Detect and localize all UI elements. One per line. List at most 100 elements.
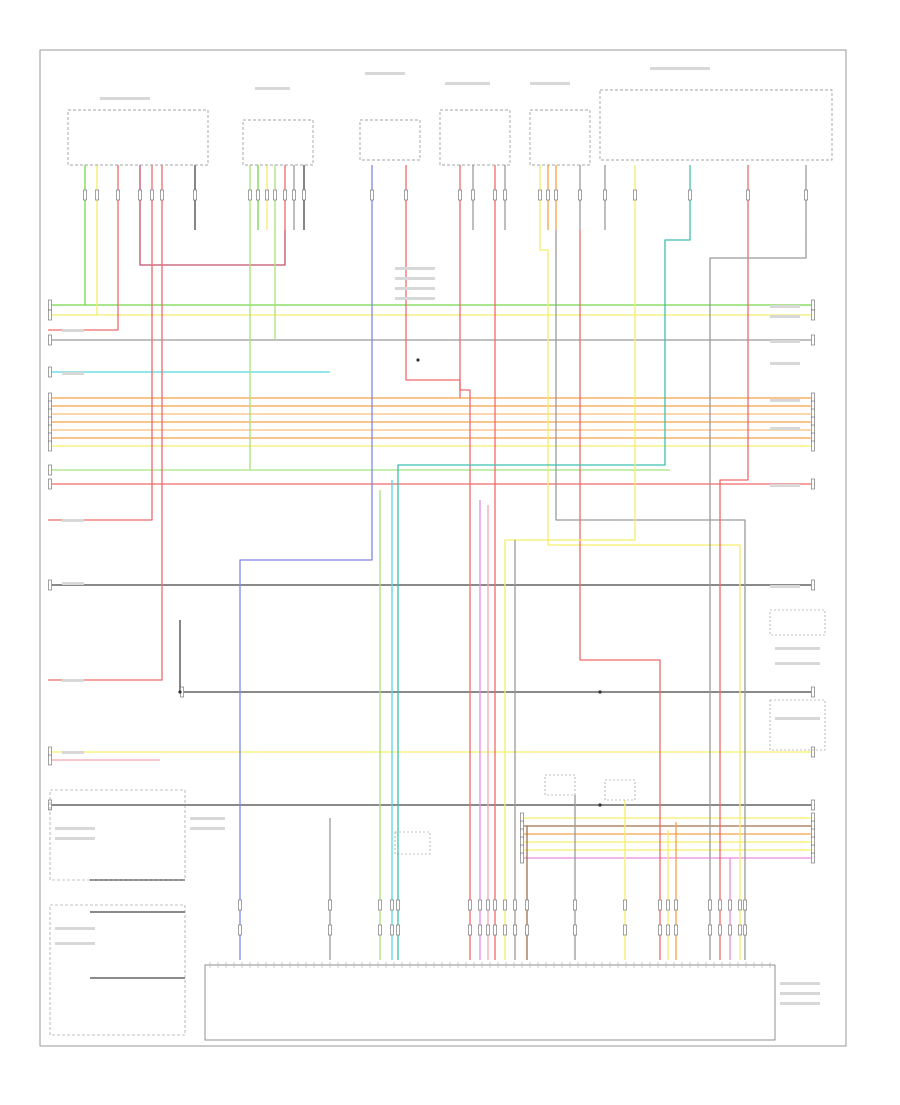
pcm-wire-connector-13 <box>623 899 627 911</box>
component-4 <box>439 109 511 166</box>
illegible-label-24 <box>775 647 820 650</box>
pcm-wire-connector-12 <box>573 899 577 911</box>
illegible-label-3 <box>445 82 490 85</box>
illegible-label-25 <box>775 662 820 665</box>
harness-connector-3 <box>138 189 142 201</box>
pcm-wire-connector-8 <box>493 899 497 911</box>
illegible-label-18 <box>770 340 800 343</box>
illegible-label-27 <box>55 827 95 830</box>
illegible-label-33 <box>780 982 820 985</box>
pcm-wire-connector-b-9 <box>503 924 507 936</box>
pcm-wire-connector-b-4 <box>396 924 400 936</box>
route-m <box>555 230 746 960</box>
pcm-wire-connector-b-13 <box>623 924 627 936</box>
pcm-wire-connector-b-14 <box>658 924 662 936</box>
pcm-wire-connector-b-0 <box>238 924 242 936</box>
bus-right-terminal-17 <box>811 799 815 811</box>
pcm-wire-connector-11 <box>525 899 529 911</box>
components-layer <box>48 89 833 1041</box>
illegible-label-21 <box>770 427 800 430</box>
bus-left-terminal-16 <box>48 754 52 766</box>
pcm-wire-connector-9 <box>503 899 507 911</box>
illegible-label-19 <box>770 362 800 365</box>
pcm-wire-connector-0 <box>238 899 242 911</box>
harness-connector-16 <box>458 189 462 201</box>
illegible-label-32 <box>190 827 225 830</box>
bus-left-terminal-23 <box>520 852 524 864</box>
bus-left-terminal-2 <box>48 334 52 346</box>
harness-connector-0 <box>83 189 87 201</box>
harness-connector-24 <box>603 189 607 201</box>
component-6 <box>599 89 833 161</box>
pcm-wire-connector-10 <box>513 899 517 911</box>
splice-2 <box>416 358 420 362</box>
illegible-label-31 <box>190 817 225 820</box>
pcm-wire-connector-7 <box>486 899 490 911</box>
bus-left-terminal-0 <box>48 299 52 311</box>
left-switch-box-2 <box>49 904 186 1036</box>
harness-connector-27 <box>746 189 750 201</box>
bus-right-terminal-12 <box>811 478 815 490</box>
bus-right-terminal-14 <box>811 686 815 698</box>
pcm-wire-connector-1 <box>328 899 332 911</box>
illegible-label-30 <box>55 942 95 945</box>
left-switch-box-1 <box>49 789 186 881</box>
harness-connector-9 <box>265 189 269 201</box>
pcm-wire-connector-15 <box>666 899 670 911</box>
illegible-label-11 <box>62 372 84 375</box>
illegible-label-8 <box>395 287 435 290</box>
pcm-wire-connector-14 <box>658 899 662 911</box>
route-l <box>539 230 741 960</box>
harness-connector-5 <box>160 189 164 201</box>
bus-right-terminal-10 <box>811 440 815 452</box>
pcm-wire-connector-b-1 <box>328 924 332 936</box>
bus-left-terminal-10 <box>48 440 52 452</box>
labels-layer <box>55 67 820 1005</box>
illegible-label-5 <box>650 67 710 70</box>
illegible-label-2 <box>365 72 405 75</box>
pcm-wire-connector-17 <box>708 899 712 911</box>
pcm-wire-connector-2 <box>378 899 382 911</box>
harness-connector-14 <box>370 189 374 201</box>
bus-right-terminal-0 <box>811 299 815 311</box>
harness-connector-7 <box>248 189 252 201</box>
pcm-wire-connector-b-3 <box>390 924 394 936</box>
route-n <box>579 230 661 960</box>
route-j <box>459 230 471 960</box>
pcm-wire-connector-b-12 <box>573 924 577 936</box>
pcm-wire-connector-b-7 <box>486 924 490 936</box>
harness-connector-2 <box>116 189 120 201</box>
bus-left-terminal-11 <box>48 464 52 476</box>
illegible-label-6 <box>395 267 435 270</box>
pcm-wire-connector-b-15 <box>666 924 670 936</box>
splice-1 <box>598 690 602 694</box>
harness-connector-18 <box>493 189 497 201</box>
illegible-label-17 <box>770 315 800 318</box>
harness-connector-26 <box>688 189 692 201</box>
illegible-label-28 <box>55 837 95 840</box>
pcm-wire-connector-b-8 <box>493 924 497 936</box>
pcm-block <box>204 964 776 1041</box>
harness-connector-28 <box>804 189 808 201</box>
route-r <box>504 230 636 960</box>
pcm-wire-connector-18 <box>718 899 722 911</box>
illegible-label-7 <box>395 277 435 280</box>
illegible-label-10 <box>62 329 84 332</box>
pcm-wire-connector-b-11 <box>525 924 529 936</box>
illegible-label-26 <box>775 717 820 720</box>
route-o <box>397 230 691 960</box>
splice-3 <box>598 803 602 807</box>
harness-connector-20 <box>538 189 542 201</box>
illegible-label-13 <box>62 582 84 585</box>
harness-connector-6 <box>193 189 197 201</box>
sensor-box-1 <box>544 774 576 796</box>
illegible-label-15 <box>62 751 84 754</box>
bus-left-terminal-3 <box>48 366 52 378</box>
harness-connector-11 <box>283 189 287 201</box>
component-3 <box>359 119 421 161</box>
sensor-box-2 <box>604 779 636 801</box>
diagram-border <box>39 49 847 1047</box>
illegible-label-22 <box>770 484 800 487</box>
